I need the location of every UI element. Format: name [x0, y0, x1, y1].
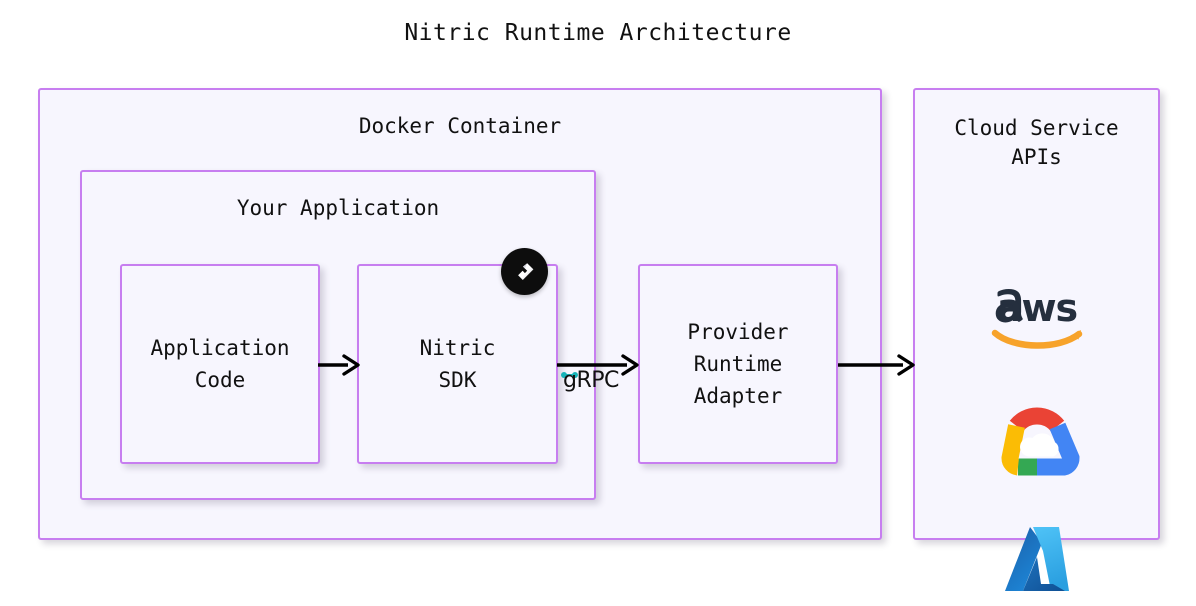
aws-logo-icon: aws [915, 276, 1158, 360]
application-code-box[interactable]: Application Code [120, 264, 320, 464]
cloud-service-apis-label: Cloud Service APIs [954, 116, 1119, 169]
provider-runtime-adapter-label: Provider Runtime Adapter [687, 320, 789, 408]
nitric-logo-icon [501, 248, 548, 295]
azure-logo-icon [915, 514, 1158, 606]
nitric-sdk-label: Nitric SDK [419, 336, 496, 392]
provider-runtime-adapter-box[interactable]: Provider Runtime Adapter [638, 264, 838, 464]
your-application-label: Your Application [236, 196, 440, 220]
page-title: Nitric Runtime Architecture [404, 20, 792, 46]
cloud-service-apis-group: Cloud Service APIs aws [913, 88, 1160, 591]
google-cloud-logo-icon [915, 395, 1158, 487]
svg-text:aws: aws [996, 286, 1076, 330]
grpc-connector-label: gRPC [563, 368, 619, 393]
nitric-sdk-box[interactable]: Nitric SDK [357, 248, 558, 464]
application-code-label: Application Code [150, 336, 290, 392]
docker-container-label: Docker Container [358, 114, 562, 138]
